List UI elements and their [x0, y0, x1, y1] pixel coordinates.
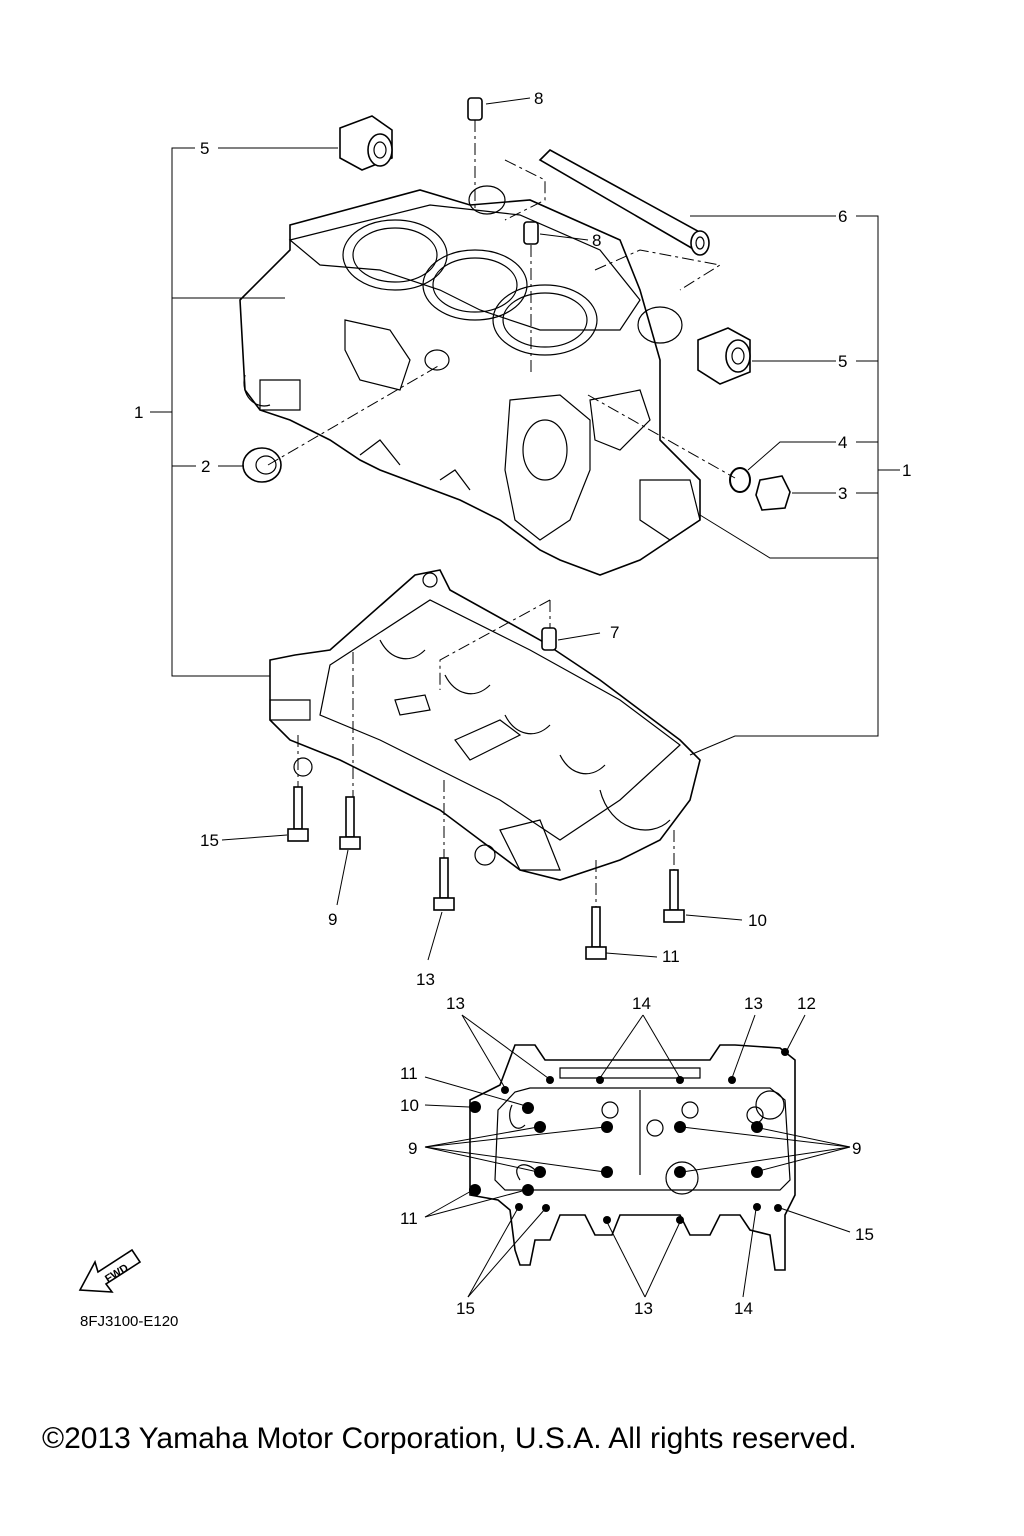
boltmap-label-14-top: 14	[632, 994, 651, 1013]
callout-9: 9	[328, 910, 337, 929]
engine-mount-part-5-right	[697, 327, 751, 385]
boltmap-label-13-top-left: 13	[446, 994, 465, 1013]
callout-4: 4	[838, 433, 847, 452]
dowel-pin-part-8-top	[467, 97, 483, 121]
lower-crankcase	[269, 569, 701, 881]
callout-13: 13	[416, 970, 435, 989]
collar-part-6	[538, 149, 710, 256]
boltmap-label-11-left: 11	[400, 1064, 418, 1083]
callout-10: 10	[748, 911, 767, 930]
bolt-part-10	[663, 869, 685, 923]
engine-mount-part-5-top	[339, 115, 393, 171]
plug-part-3	[755, 475, 791, 511]
callout-7: 7	[610, 623, 619, 642]
callout-8-mid: 8	[592, 231, 601, 250]
dowel-pin-part-7	[541, 627, 557, 651]
boltmap-label-15-right: 15	[855, 1225, 874, 1244]
callout-15: 15	[200, 831, 219, 850]
callout-6: 6	[838, 207, 847, 226]
callout-5-top: 5	[200, 139, 209, 158]
bolt-part-13	[433, 857, 455, 911]
leader-lines	[150, 97, 900, 961]
diagram-code: 8FJ3100-E120	[80, 1313, 178, 1330]
boltmap-label-14-bottom: 14	[734, 1299, 753, 1318]
callout-11: 11	[662, 947, 680, 966]
callout-2: 2	[201, 457, 210, 476]
boltmap-label-13-top-right: 13	[744, 994, 763, 1013]
dowel-pin-part-8-mid	[523, 221, 539, 245]
boltmap-label-11-bottom-left: 11	[400, 1209, 418, 1228]
o-ring-part-4	[729, 467, 751, 493]
boltmap-label-10: 10	[400, 1096, 419, 1115]
boltmap-label-12: 12	[797, 994, 816, 1013]
bolt-location-map	[424, 1014, 851, 1298]
callout-3: 3	[838, 484, 847, 503]
boltmap-label-13-bottom: 13	[634, 1299, 653, 1318]
bolt-part-11	[585, 906, 607, 960]
plug-part-2	[242, 447, 282, 483]
boltmap-label-9-right: 9	[852, 1139, 861, 1158]
callout-1-left: 1	[134, 403, 143, 422]
bolt-part-15	[287, 786, 309, 842]
bolt-part-9	[339, 796, 361, 850]
upper-crankcase	[239, 185, 701, 576]
bolt-map-labels: 13 14 13 12 11 10 9 9 11 15 15 13 14	[400, 994, 874, 1318]
fwd-arrow-icon: FWD	[78, 1248, 142, 1293]
callout-1-right: 1	[902, 461, 911, 480]
callout-5-right: 5	[838, 352, 847, 371]
boltmap-label-9-left: 9	[408, 1139, 417, 1158]
boltmap-label-15-bottom-left: 15	[456, 1299, 475, 1318]
copyright-notice: ©2013 Yamaha Motor Corporation, U.S.A. A…	[42, 1422, 857, 1455]
callout-8-top: 8	[534, 89, 543, 108]
callout-numbers: 5 8 8 6 5 1 4 2 1 3 7 15 9 10 11 13	[134, 89, 911, 989]
dashed-alignment-lines	[267, 120, 736, 907]
